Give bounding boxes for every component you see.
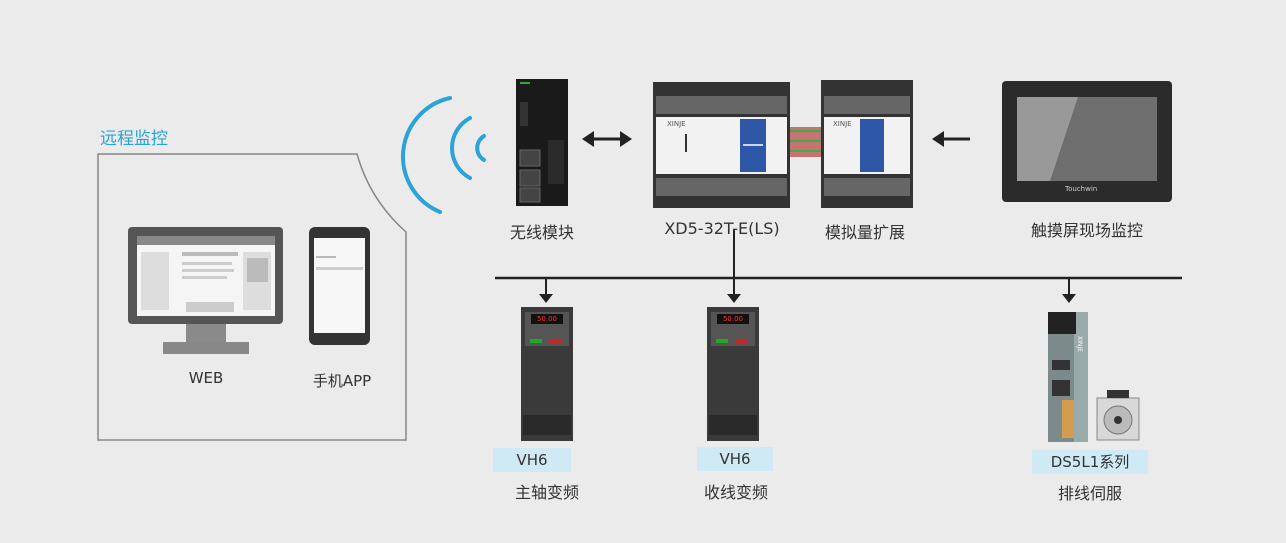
- plc-label: XD5-32T-E(LS): [664, 219, 780, 238]
- inverter-device-1: [521, 307, 573, 441]
- servo-motor-device: [1096, 390, 1140, 441]
- web-label: WEB: [188, 369, 224, 387]
- wireless-signal-icon: [400, 96, 486, 214]
- hmi-label: 触摸屏现场监控: [1030, 221, 1143, 240]
- drive-3-model-tag: DS5L1系列: [1032, 450, 1148, 474]
- inverter-1-display: 50.00: [536, 315, 558, 323]
- wireless-module-device: [516, 79, 568, 206]
- analog-expansion-label: 模拟量扩展: [824, 223, 905, 242]
- app-label: 手机APP: [312, 372, 372, 390]
- left-arrow-icon: [932, 131, 970, 147]
- servo-drive-device: [1048, 312, 1088, 442]
- down-arrow-icon: [539, 278, 1076, 303]
- drive-1-desc: 主轴变频: [514, 483, 579, 502]
- bidirectional-arrow-icon: [582, 131, 632, 147]
- remote-frame: [97, 153, 407, 441]
- remote-monitor-title: 远程监控: [100, 129, 168, 149]
- plc-device: [653, 82, 790, 208]
- hmi-device: [1002, 81, 1172, 202]
- hmi-brand-text: Touchwin: [1065, 185, 1098, 193]
- inverter-device-2: [707, 307, 759, 441]
- analog-expansion-device: [821, 80, 913, 208]
- analog-brand-text: XINJE: [833, 120, 852, 128]
- servo-brand-text: XINJE: [1076, 336, 1083, 352]
- drive-3-desc: 排线伺服: [1057, 484, 1122, 503]
- phone-icon: [309, 227, 370, 345]
- plc-brand-text: XINJE: [667, 120, 686, 128]
- drive-1-model-tag: VH6: [493, 448, 571, 472]
- monitor-icon: [128, 227, 283, 354]
- drive-2-desc: 收线变频: [703, 483, 768, 502]
- inverter-2-display: 50.00: [722, 315, 744, 323]
- wireless-module-label: 无线模块: [509, 223, 574, 242]
- drive-2-model-tag: VH6: [697, 447, 773, 471]
